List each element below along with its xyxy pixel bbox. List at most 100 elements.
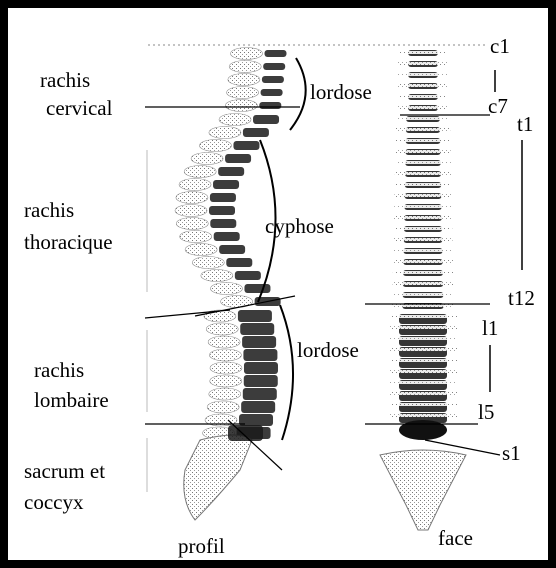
profile-spine [175,48,286,521]
profile-vertebra-body [210,219,236,228]
front-transverse-process [393,260,453,263]
profile-vertebra-body [210,193,236,202]
profile-spinous-process [210,362,242,374]
profile-sacrum [184,435,252,520]
profile-vertebra-body [262,76,284,83]
profile-vertebra-body [244,362,278,374]
front-transverse-process [392,293,453,296]
profile-spinous-process [206,323,238,335]
profile-vertebra-body [244,284,270,293]
profile-spinous-process [192,257,224,269]
front-spine [380,50,466,530]
front-transverse-process [389,337,457,340]
profile-vertebra-body [261,89,283,96]
profile-vertebra-body [225,154,251,163]
profile-spinous-process [229,61,261,73]
front-transverse-process [393,249,452,252]
profile-vertebra-body [259,102,281,109]
profile-spinous-process [185,244,217,256]
front-transverse-process [398,73,448,76]
front-transverse-process [389,315,457,318]
lumbar-lordose-arc [280,305,293,440]
front-transverse-process [393,271,453,274]
front-transverse-process [398,95,448,98]
profile-spinous-process [191,153,223,165]
profile-spinous-process [207,401,239,413]
profile-spinous-process [219,114,251,126]
curve-cervical-label: lordose [310,82,372,103]
front-transverse-process [389,326,457,329]
profile-spinous-process [199,140,231,152]
profile-vertebra-body [243,128,269,137]
region-cervical-line1: rachis [40,70,90,91]
profile-spinous-process [175,205,207,217]
curve-thoracic-label: cyphose [265,216,334,237]
profile-vertebra-body [253,115,279,124]
profile-spinous-process [176,192,208,204]
region-sacral-line2: coccyx [24,492,83,513]
profile-spinous-process [209,127,241,139]
front-transverse-process [389,359,457,362]
profile-spinous-process [228,74,260,86]
profile-vertebra-body [209,206,235,215]
profile-spinous-process [225,100,257,112]
vertebra-t1-label: t1 [517,114,533,135]
front-transverse-process [394,194,451,197]
cervical-lordose-arc [290,58,306,130]
profile-vertebra-body [243,349,277,361]
front-transverse-process [394,205,452,208]
profile-spinous-process [179,179,211,191]
profile-spinous-process [176,218,208,230]
profile-vertebra-body [235,271,261,280]
profile-spinous-process [231,48,263,60]
vertebra-c1-label: c1 [490,36,510,57]
region-thoracic-line2: thoracique [24,232,113,253]
front-transverse-process [394,227,452,230]
front-transverse-process [395,172,451,175]
front-transverse-process [393,282,454,285]
profile-s1-body [228,425,263,441]
profile-spinous-process [180,231,212,243]
front-transverse-process [394,238,453,241]
profile-vertebra-body [214,232,240,241]
front-s1-body [399,420,447,440]
front-transverse-process [395,183,452,186]
profile-vertebra-body [218,167,244,176]
front-transverse-process [389,381,457,384]
front-transverse-process [398,51,448,54]
vertebra-c7-label: c7 [488,96,508,117]
front-transverse-process [394,216,452,219]
vertebra-l5-label: l5 [478,402,494,423]
profile-vertebra-body [242,336,276,348]
front-transverse-process [398,62,448,65]
front-transverse-process [395,150,450,153]
front-transverse-process [396,117,450,120]
front-sacrum [380,450,466,530]
region-lumbar-line2: lombaire [34,390,109,411]
profile-spinous-process [210,375,242,387]
profile-spinous-process [227,87,259,99]
profile-vertebra-body [244,375,278,387]
vertebra-t12-label: t12 [508,288,535,309]
vertebra-s1-label: s1 [502,443,521,464]
profile-vertebra-body [263,63,285,70]
profile-vertebra-body [240,323,274,335]
front-transverse-process [398,106,448,109]
vertebra-l1-label: l1 [482,318,498,339]
front-transverse-process [398,84,448,87]
profile-vertebra-body [265,50,287,57]
region-thoracic-line1: rachis [24,200,74,221]
curve-lumbar-label: lordose [297,340,359,361]
region-cervical-line2: cervical [46,98,112,119]
region-sacral-line1: sacrum et [24,461,105,482]
front-transverse-process [389,370,457,373]
profile-spinous-process [210,283,242,295]
profile-vertebra-body [233,141,259,150]
profile-spinous-process [184,166,216,178]
profile-vertebra-body [238,310,272,322]
profile-spinous-process [209,349,241,361]
region-lumbar-line1: rachis [34,360,84,381]
front-transverse-process [389,348,457,351]
profile-spinous-process [208,336,240,348]
